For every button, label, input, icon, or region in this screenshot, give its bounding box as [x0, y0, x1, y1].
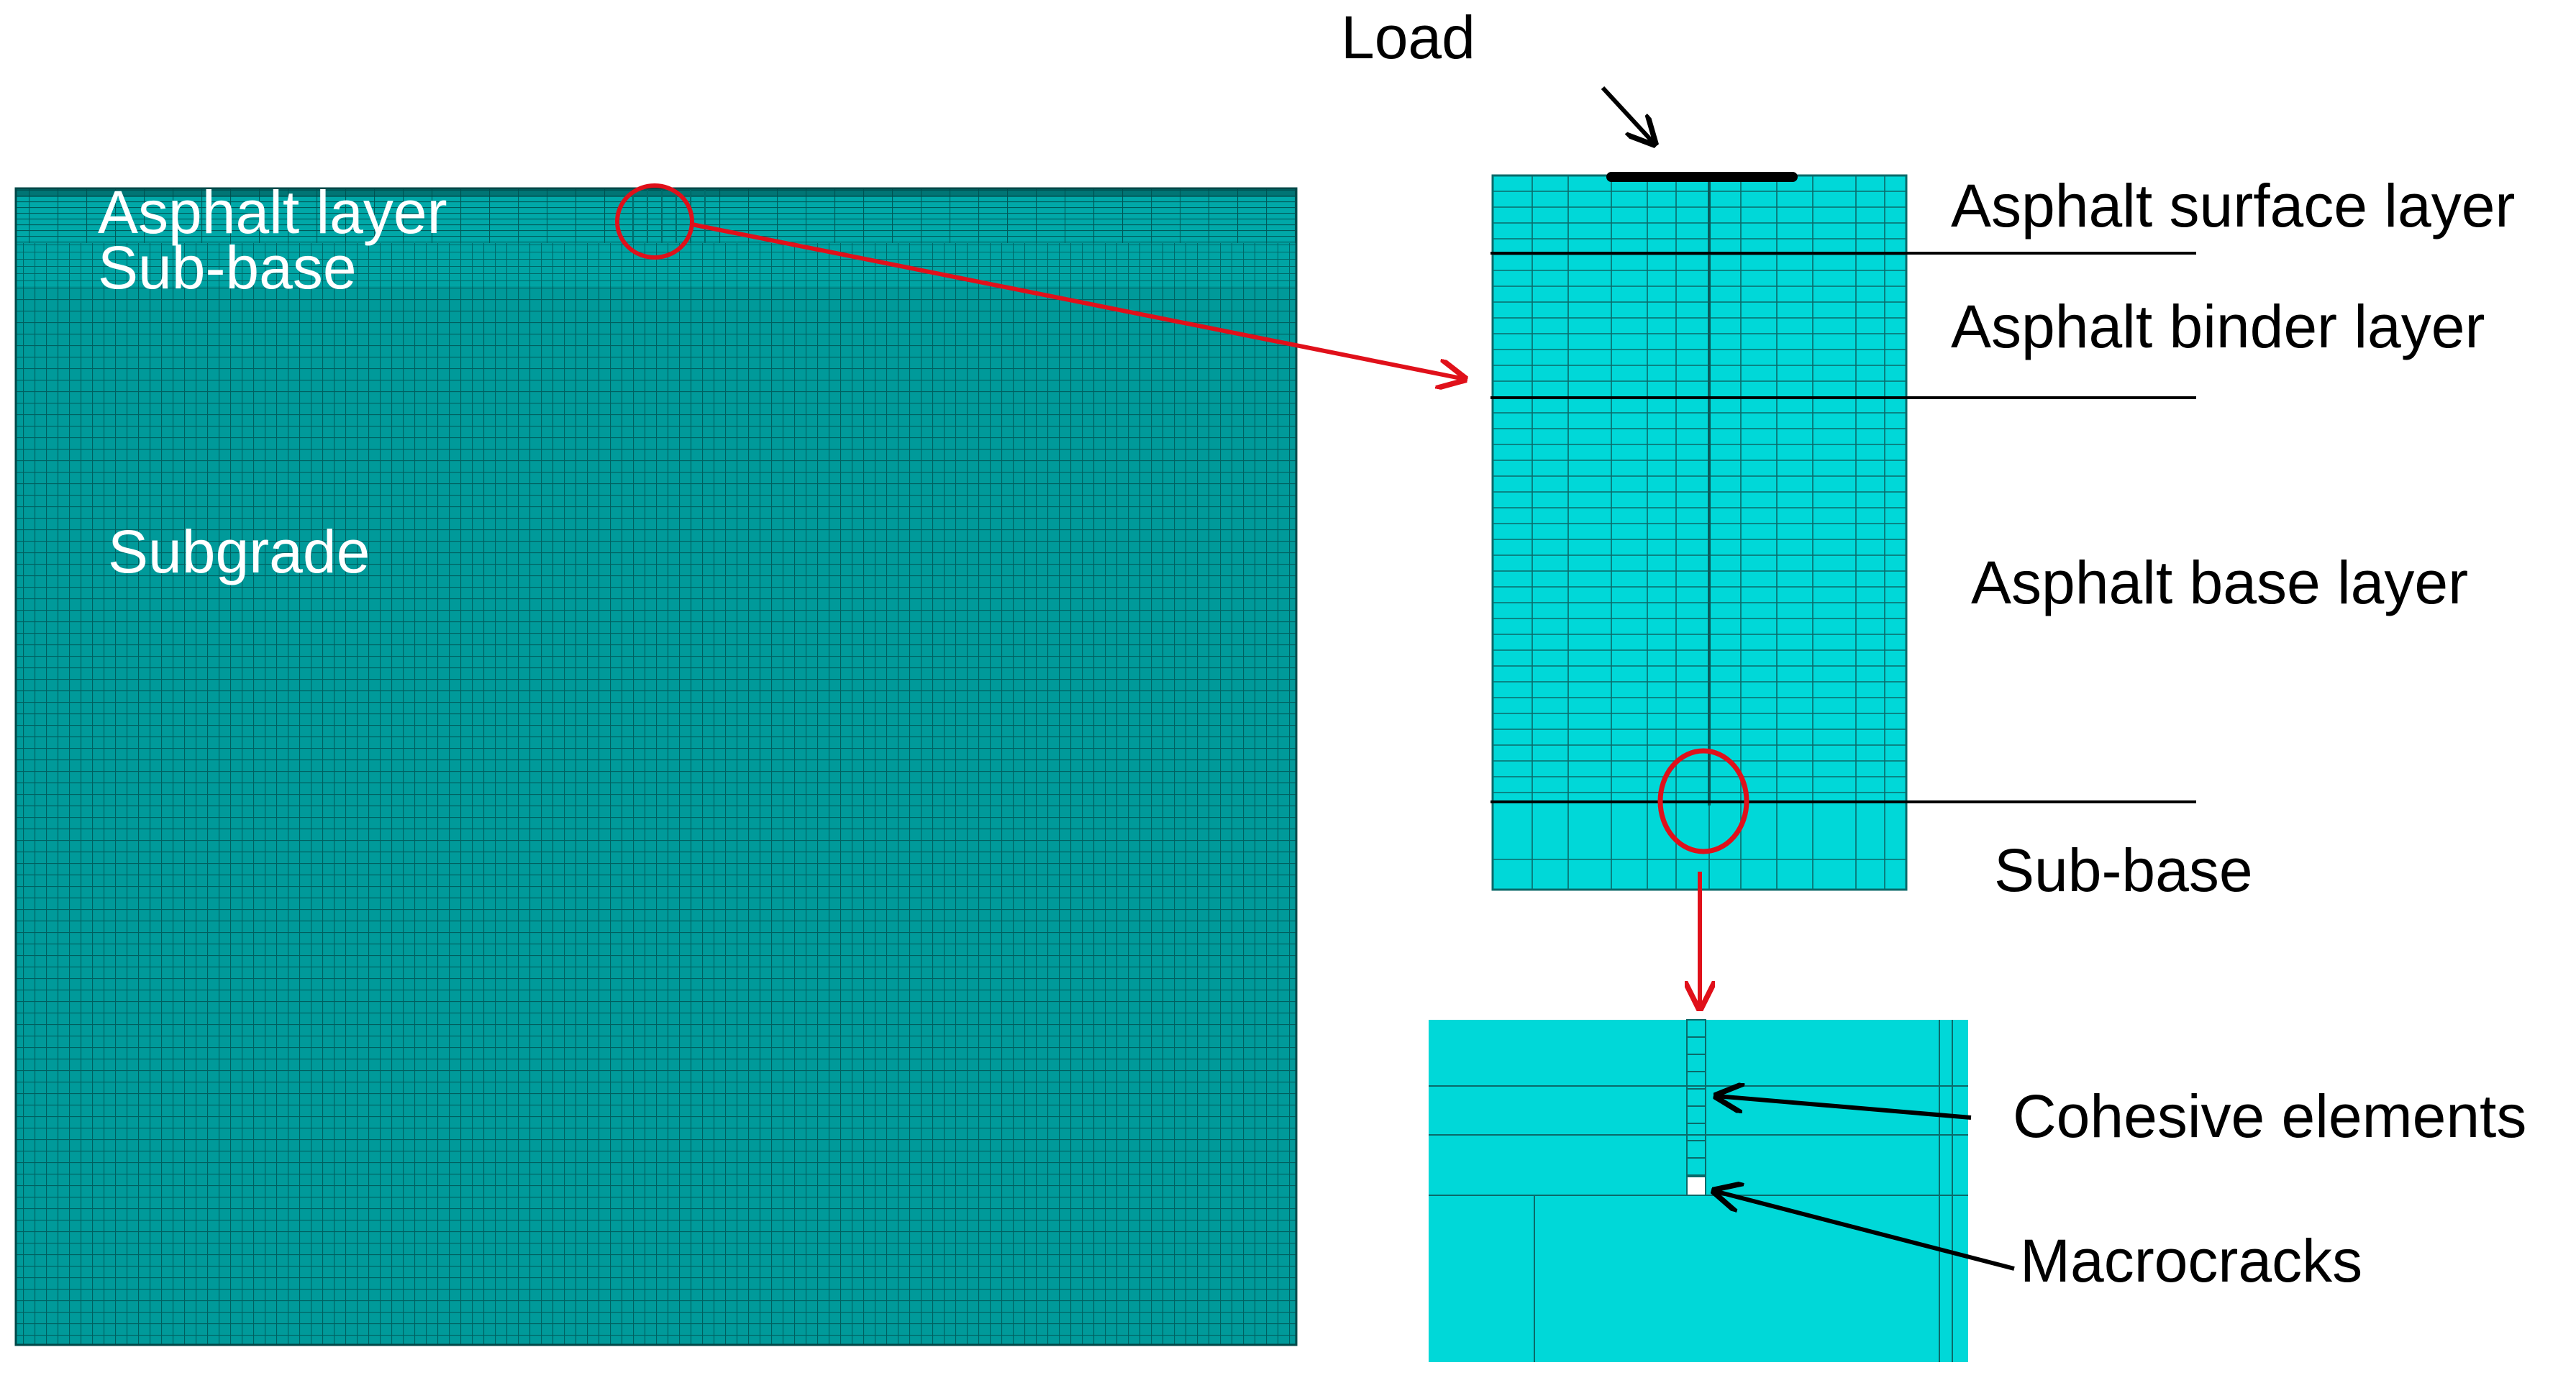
subgrade-mesh — [16, 286, 1296, 1345]
zoom-arrow-icon — [691, 222, 1465, 379]
asphalt-layer-label: Asphalt layer — [98, 178, 447, 246]
crack-tip-detail — [1429, 1019, 2015, 1362]
subbase-label-left: Sub-base — [98, 234, 357, 301]
section-detail — [1490, 86, 2196, 891]
pointer-arrow-icon — [1716, 1096, 1972, 1120]
surface-layer-label: Asphalt surface layer — [1951, 172, 2516, 239]
macrocrack-element — [1686, 1176, 1706, 1196]
subbase-label-right: Sub-base — [1994, 836, 2253, 904]
load-arrow-icon — [1601, 86, 1655, 144]
section-mesh-fill — [1493, 175, 1906, 890]
full-pavement-mesh — [14, 183, 1298, 1346]
pointer-arrow-icon-2 — [1714, 1191, 2015, 1271]
crack-zone-highlight-1 — [615, 183, 694, 260]
crack-zone-highlight-2 — [1657, 748, 1749, 854]
asphalt-top-band — [16, 188, 1296, 197]
base-layer-label: Asphalt base layer — [1971, 549, 2469, 616]
subbase-mesh — [16, 243, 1296, 286]
mesh-border — [14, 187, 1298, 1346]
macrocracks-label: Macrocracks — [2020, 1227, 2363, 1295]
asphalt-refinement-lines — [632, 188, 706, 243]
cohesive-elements-label: Cohesive elements — [2013, 1082, 2527, 1150]
subgrade-label: Subgrade — [108, 518, 370, 585]
load-label: Load — [1341, 4, 1475, 71]
binder-layer-label: Asphalt binder layer — [1951, 293, 2485, 360]
asphalt-layer-mesh — [16, 188, 1296, 243]
